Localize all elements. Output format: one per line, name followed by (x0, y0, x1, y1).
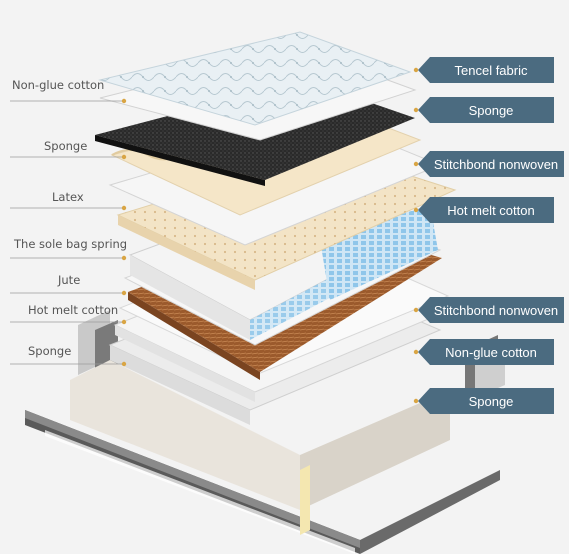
right-tag-stitchbond-lower: Stitchbond nonwoven (418, 297, 564, 323)
right-tag-non-glue-cotton: Non-glue cotton (418, 339, 554, 365)
left-label-sponge-lower: Sponge (28, 344, 72, 358)
right-markers (413, 67, 419, 404)
right-tag-sponge-upper: Sponge (418, 97, 554, 123)
left-label-sponge-upper: Sponge (44, 139, 88, 153)
left-label-hot-melt-cotton: Hot melt cotton (28, 303, 119, 317)
right-tag-sponge-lower: Sponge (418, 388, 554, 414)
left-label-jute: Jute (58, 273, 81, 287)
bottom-sponge-block (70, 360, 450, 535)
left-leader-lines (10, 98, 127, 367)
layer-tencel-fabric (98, 31, 412, 126)
left-label-latex: Latex (52, 190, 84, 204)
right-tag-hot-melt-cotton: Hot melt cotton (418, 197, 554, 223)
left-label-non-glue-cotton: Non-glue cotton (12, 78, 105, 92)
bottom-frame (25, 410, 500, 554)
right-tag-tencel-fabric: Tencel fabric (418, 57, 554, 83)
left-label-sole-bag-spring: The sole bag spring (14, 237, 128, 251)
right-tag-stitchbond-upper: Stitchbond nonwoven (418, 151, 564, 177)
